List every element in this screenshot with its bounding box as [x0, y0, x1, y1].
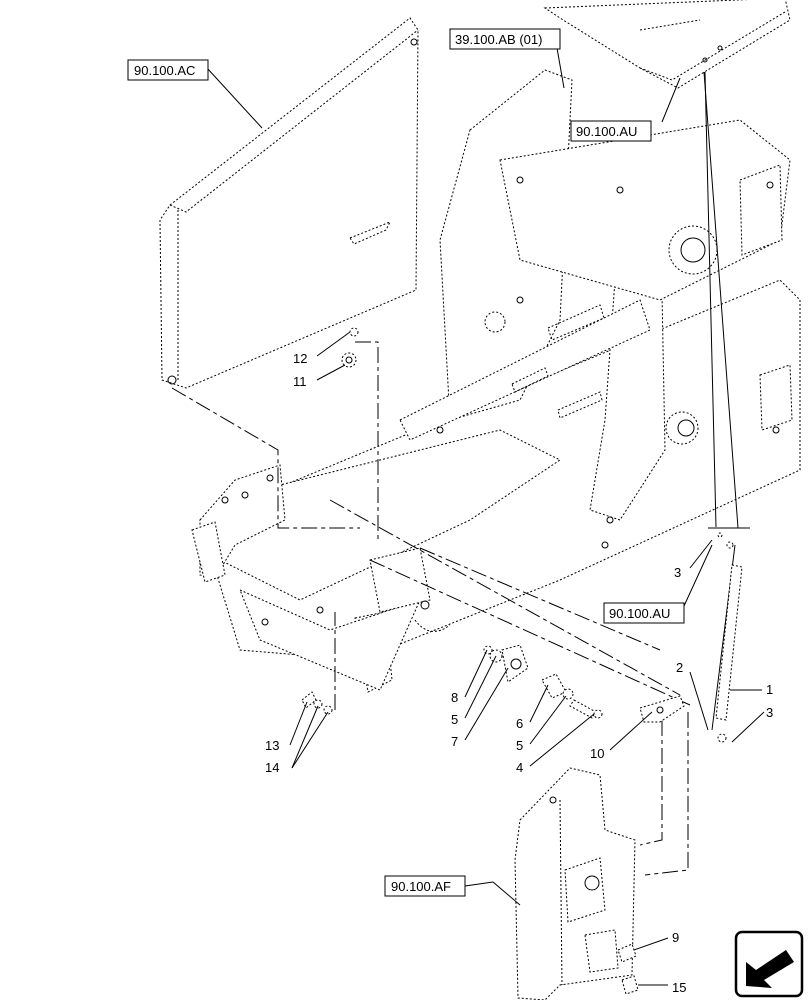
callout-3-lower: 3 [766, 705, 773, 720]
ref-label-90-100-af: 90.100.AF [391, 879, 451, 894]
leader-lines [206, 47, 765, 986]
upper-rail [543, 0, 791, 89]
next-page-arrow-icon[interactable] [734, 930, 804, 998]
side-window-panel [159, 17, 419, 389]
callout-6: 6 [516, 716, 523, 731]
ref-box-90-100-af[interactable]: 90.100.AF [384, 875, 466, 897]
callout-8: 8 [451, 690, 458, 705]
callout-13: 13 [265, 738, 279, 753]
callout-5-left: 5 [451, 712, 458, 727]
callout-9: 9 [672, 930, 679, 945]
ref-label-90-100-ac: 90.100.AC [134, 63, 195, 78]
ref-box-90-100-ac[interactable]: 90.100.AC [127, 59, 209, 81]
ref-box-39-100-ab[interactable]: 39.100.AB (01) [449, 28, 561, 50]
callout-2: 2 [676, 660, 683, 675]
ref-label-90-100-au-strut: 90.100.AU [609, 606, 670, 621]
ref-box-90-100-au-top[interactable]: 90.100.AU [570, 120, 652, 142]
ref-label-90-100-au-top: 90.100.AU [576, 124, 637, 139]
callout-3-upper: 3 [674, 565, 681, 580]
callout-15: 15 [672, 980, 686, 995]
callout-numbers: 1 2 3 3 4 5 5 6 7 8 9 10 11 12 13 14 15 [265, 351, 773, 995]
callout-11: 11 [293, 374, 307, 389]
assembly-lines [171, 341, 691, 876]
ref-label-39-100-ab: 39.100.AB (01) [455, 32, 542, 47]
callout-1: 1 [766, 682, 773, 697]
callout-4: 4 [516, 760, 523, 775]
cab-frame [191, 69, 801, 693]
callout-7: 7 [451, 734, 458, 749]
callout-5-right: 5 [516, 738, 523, 753]
lower-cover-panel [514, 767, 636, 1000]
ref-box-90-100-au-strut[interactable]: 90.100.AU [603, 602, 685, 624]
callout-10: 10 [590, 746, 604, 761]
callout-14: 14 [265, 760, 279, 775]
callout-12: 12 [293, 351, 307, 366]
